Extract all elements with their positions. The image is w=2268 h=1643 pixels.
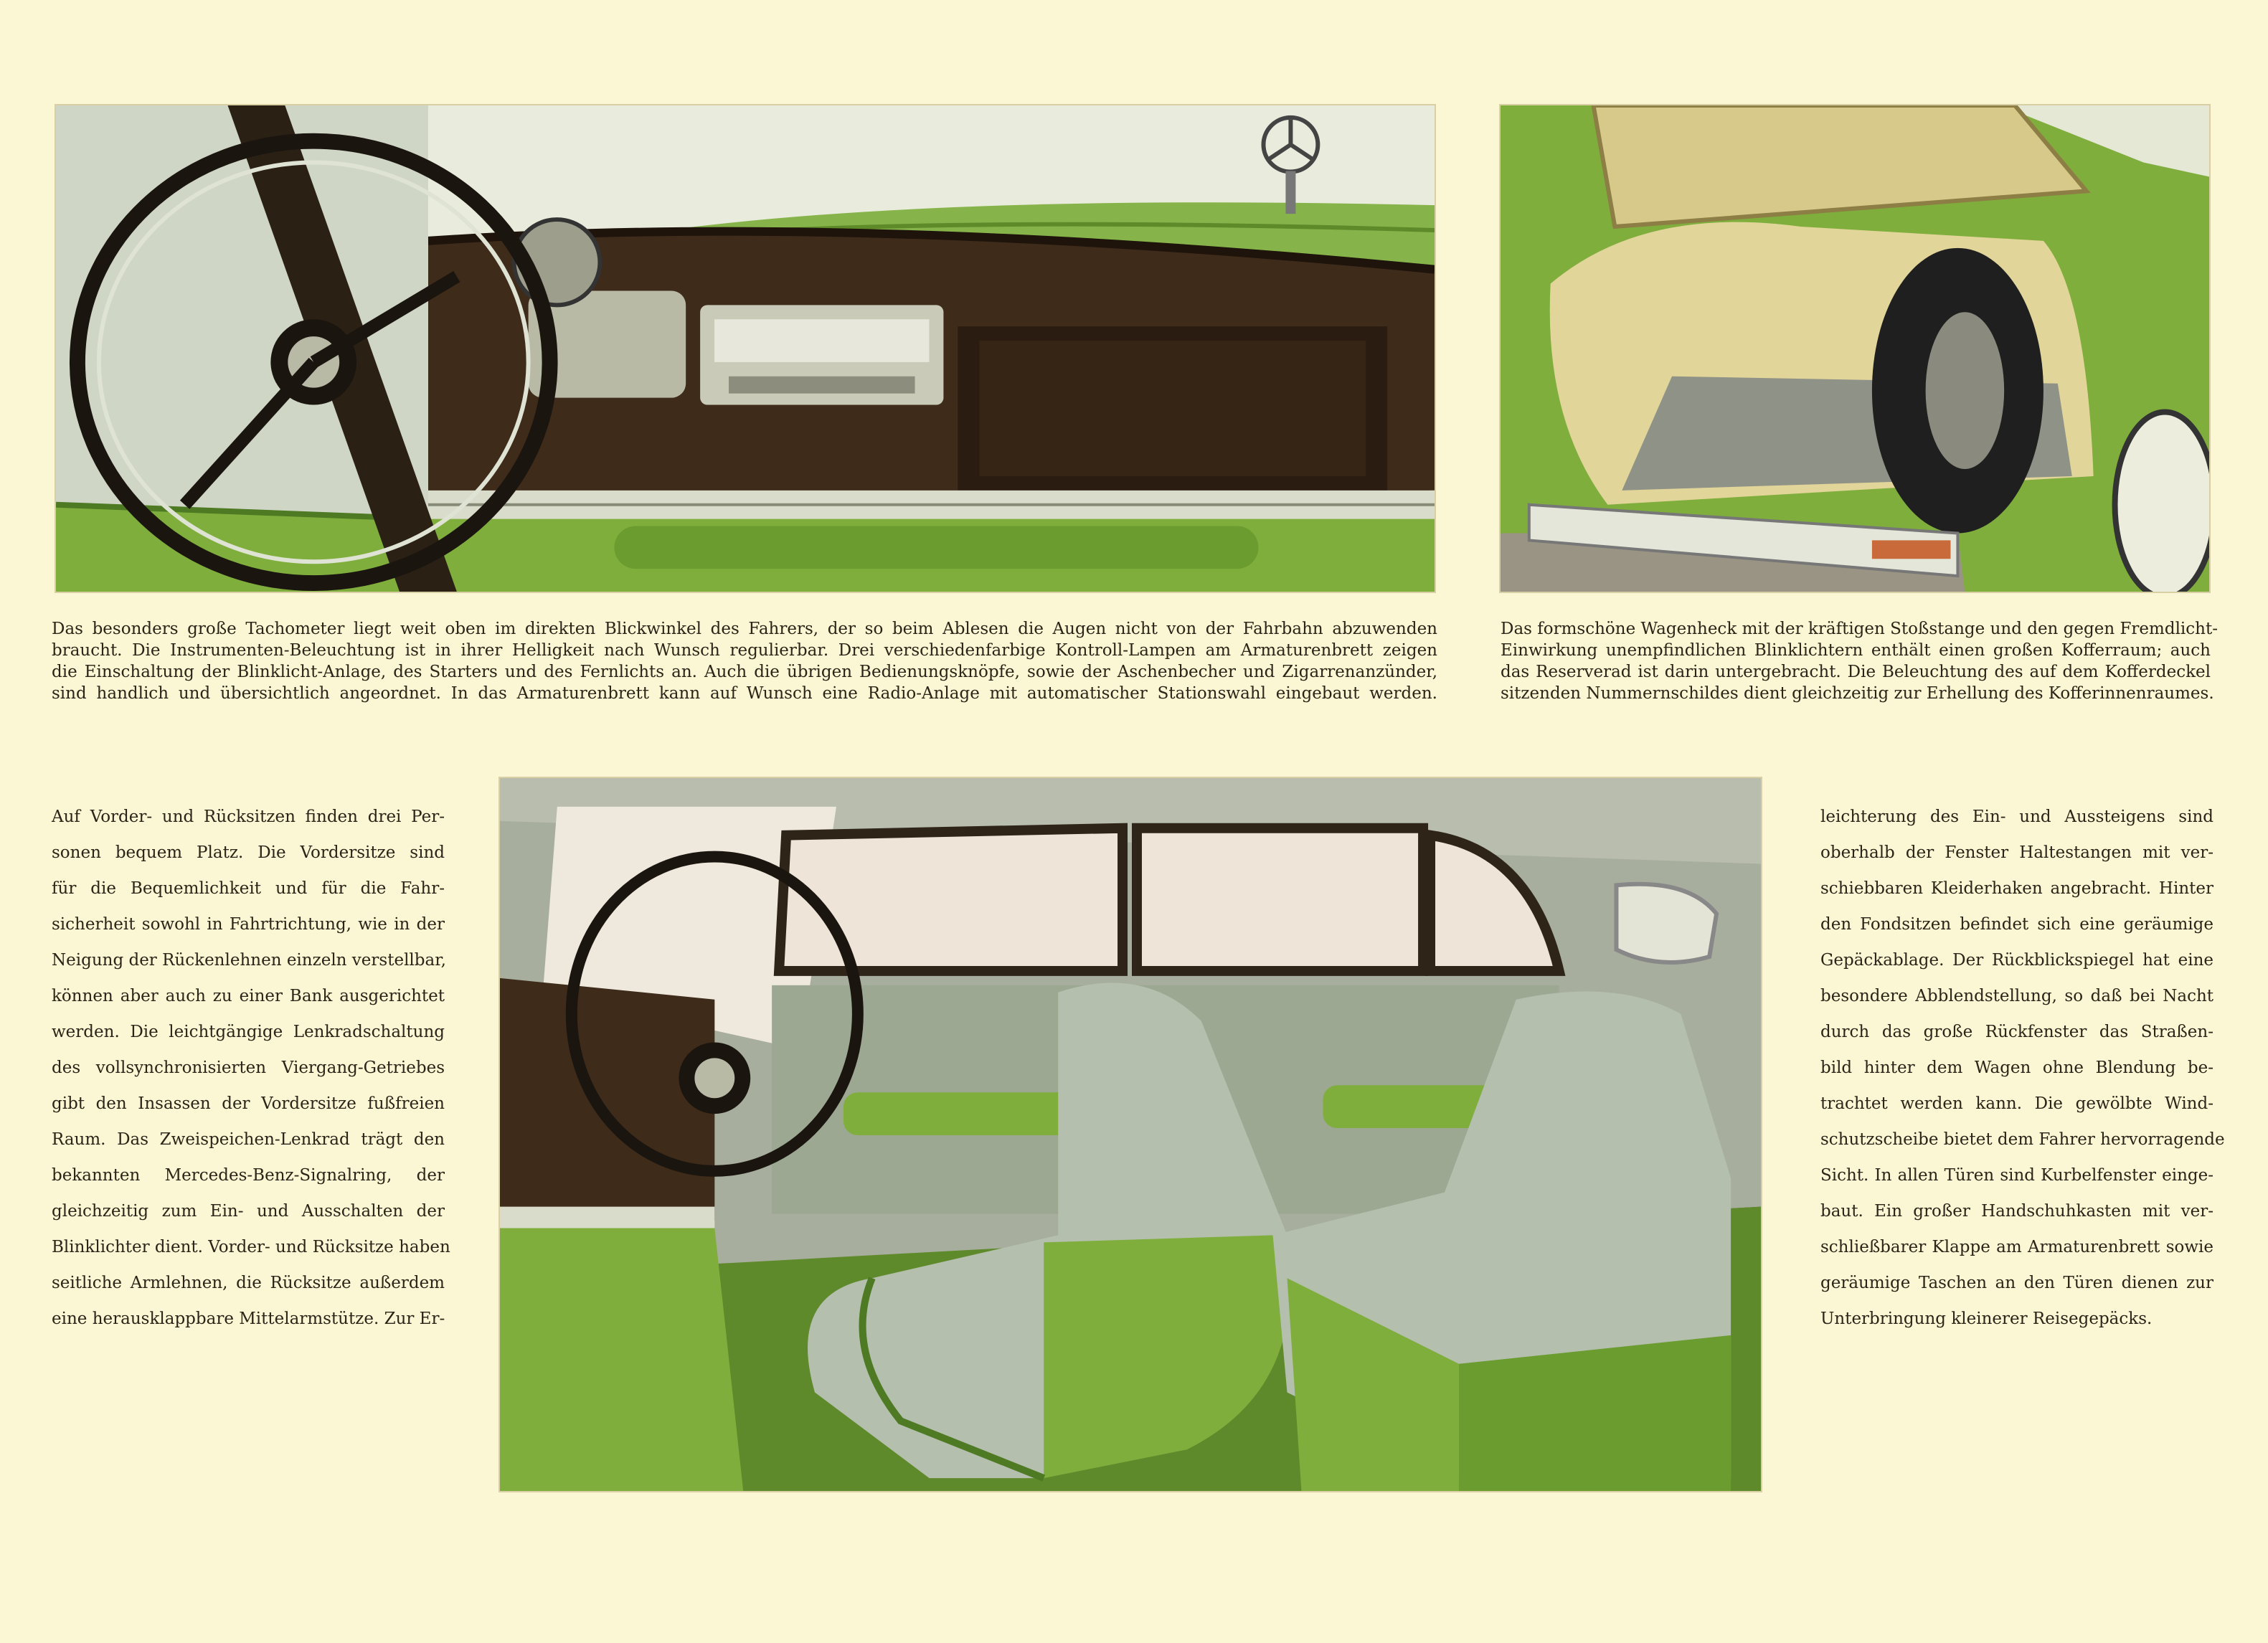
body-text-line: können aber auch zu einer Bank ausgerich…	[52, 987, 445, 1005]
right-text-column: leichterung des Ein- und Aussteigens sin…	[1820, 799, 2225, 1337]
body-text-line: sonen bequem Platz. Die Vordersitze sind	[52, 843, 445, 862]
body-text-line: trachtet werden kann. Die gewölbte Wind-	[1820, 1094, 2213, 1113]
body-text-line: bild hinter dem Wagen ohne Blendung be-	[1820, 1059, 2213, 1077]
trunk-illustration	[1499, 104, 2211, 593]
body-text-line: sicherheit sowohl in Fahrtrichtung, wie …	[52, 915, 445, 934]
trunk-caption: Das formschöne Wagenheck mit der kräftig…	[1501, 618, 2218, 704]
body-text-line: Gepäckablage. Der Rückblickspiegel hat e…	[1820, 951, 2213, 970]
body-text-line: Neigung der Rückenlehnen einzeln verstel…	[52, 951, 446, 970]
body-text-line: Auf Vorder- und Rücksitzen finden drei P…	[52, 808, 445, 826]
body-text-line: des vollsynchronisierten Viergang-Getrie…	[52, 1059, 445, 1077]
interior-illustration-icon	[500, 778, 1761, 1491]
body-text-line: schutzscheibe bietet dem Fahrer hervorra…	[1820, 1130, 2225, 1149]
trunk-caption-line: das Reserverad ist darin untergebracht. …	[1501, 663, 2211, 681]
body-text-line: bekannten Mercedes-Benz-Signalring, der	[52, 1166, 445, 1185]
dashboard-caption: Das besonders große Tachometer liegt wei…	[52, 618, 1437, 704]
body-text-line: den Fondsitzen befindet sich eine geräum…	[1820, 915, 2213, 934]
trunk-illustration-icon	[1501, 105, 2209, 592]
dashboard-caption-line: braucht. Die Instrumenten-Beleuchtung is…	[52, 641, 1437, 660]
body-text-line: werden. Die leichtgängige Lenkradschaltu…	[52, 1023, 445, 1041]
body-text-line: schließbarer Klappe am Armaturenbrett so…	[1820, 1238, 2213, 1256]
body-text-line: gibt den Insassen der Vordersitze fußfre…	[52, 1094, 445, 1113]
trunk-caption-line: Das formschöne Wagenheck mit der kräftig…	[1501, 620, 2218, 638]
dashboard-illustration	[55, 104, 1436, 593]
left-text-column: Auf Vorder- und Rücksitzen finden drei P…	[52, 799, 450, 1337]
body-text-line: gleichzeitig zum Ein- und Ausschalten de…	[52, 1202, 445, 1221]
body-text-line: eine herausklappbare Mittelarmstütze. Zu…	[52, 1310, 445, 1328]
body-text-line: geräumige Taschen an den Türen dienen zu…	[1820, 1274, 2213, 1292]
dashboard-illustration-icon	[56, 105, 1435, 592]
interior-illustration	[499, 777, 1762, 1492]
body-text-line: besondere Abblendstellung, so daß bei Na…	[1820, 987, 2213, 1005]
body-text-line: Unterbringung kleinerer Reisegepäcks.	[1820, 1310, 2153, 1328]
body-text-line: durch das große Rückfenster das Straßen-	[1820, 1023, 2213, 1041]
body-text-line: Raum. Das Zweispeichen-Lenkrad trägt den	[52, 1130, 445, 1149]
body-text-line: seitliche Armlehnen, die Rücksitze außer…	[52, 1274, 445, 1292]
body-text-line: Sicht. In allen Türen sind Kurbelfenster…	[1820, 1166, 2213, 1185]
dashboard-caption-line: sind handlich und übersichtlich angeordn…	[52, 684, 1437, 703]
body-text-line: schiebbaren Kleiderhaken angebracht. Hin…	[1820, 879, 2213, 898]
body-text-line: für die Bequemlichkeit und für die Fahr-	[52, 879, 445, 898]
trunk-caption-line: Einwirkung unempfindlichen Blinklichtern…	[1501, 641, 2211, 660]
body-text-line: Blinklichter dient. Vorder- und Rücksitz…	[52, 1238, 450, 1256]
body-text-line: baut. Ein großer Handschuhkasten mit ver…	[1820, 1202, 2213, 1221]
body-text-line: oberhalb der Fenster Haltestangen mit ve…	[1820, 843, 2213, 862]
trunk-caption-line: sitzenden Nummernschildes dient gleichze…	[1501, 684, 2214, 703]
body-text-line: leichterung des Ein- und Aussteigens sin…	[1820, 808, 2213, 826]
dashboard-caption-line: Das besonders große Tachometer liegt wei…	[52, 620, 1437, 638]
dashboard-caption-line: die Einschaltung der Blinklicht-Anlage, …	[52, 663, 1437, 681]
